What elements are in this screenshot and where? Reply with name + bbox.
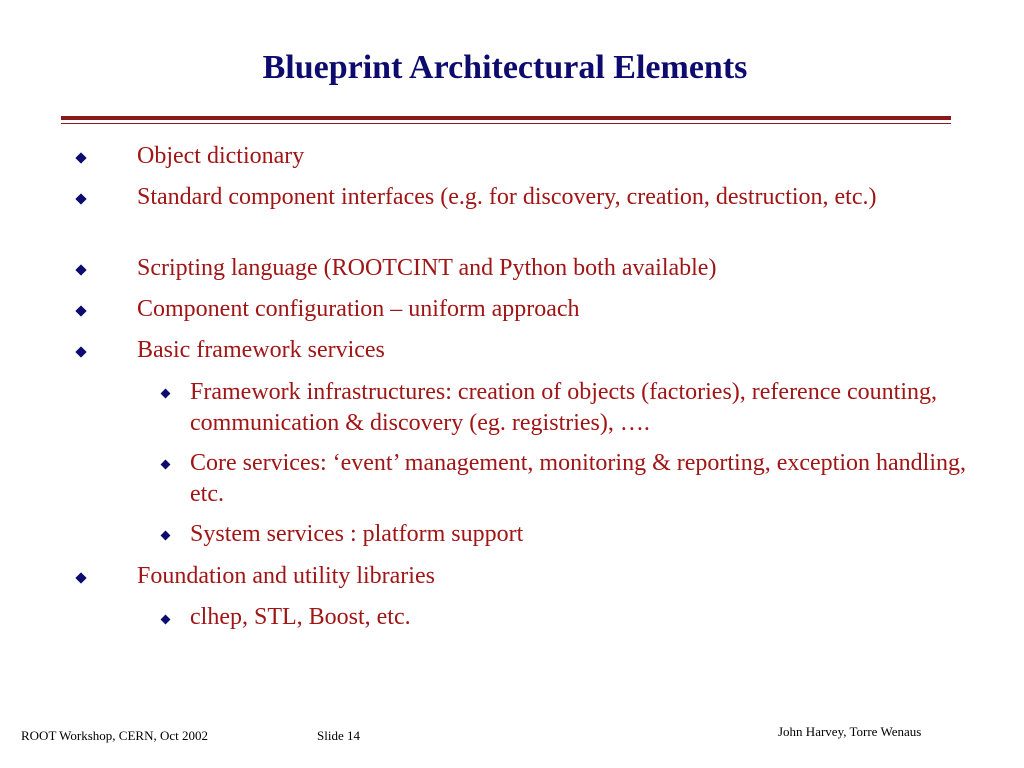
diamond-bullet-icon	[160, 530, 171, 541]
footer-slide-number: Slide 14	[317, 728, 360, 743]
list-item: Object dictionary	[137, 143, 305, 169]
diamond-bullet-icon	[75, 572, 87, 584]
sub-list-item: Core services: ‘event’ management, monit…	[190, 450, 966, 507]
diamond-bullet-icon	[160, 459, 171, 470]
footer-event: ROOT Workshop, CERN, Oct 2002	[21, 728, 208, 743]
diamond-bullet-icon	[75, 305, 87, 317]
title-divider-thick	[61, 116, 951, 120]
diamond-bullet-icon	[160, 388, 171, 399]
list-item: Component configuration – uniform approa…	[137, 296, 580, 322]
diamond-bullet-icon	[75, 346, 87, 358]
list-item: Scripting language (ROOTCINT and Python …	[137, 255, 717, 281]
sub-list-item: Framework infrastructures: creation of o…	[190, 379, 937, 436]
title-divider-thin	[61, 123, 951, 124]
sub-list-item: clhep, STL, Boost, etc.	[190, 604, 411, 630]
sub-list-item: System services : platform support	[190, 521, 524, 547]
diamond-bullet-icon	[75, 264, 87, 276]
diamond-bullet-icon	[75, 152, 87, 164]
list-item: Foundation and utility libraries	[137, 563, 435, 589]
footer-authors: John Harvey, Torre Wenaus	[778, 724, 922, 739]
diamond-bullet-icon	[160, 614, 171, 625]
diamond-bullet-icon	[75, 193, 87, 205]
list-item: Standard component interfaces (e.g. for …	[137, 184, 877, 210]
list-item: Basic framework services	[137, 337, 385, 363]
slide-title: Blueprint Architectural Elements	[262, 49, 748, 86]
